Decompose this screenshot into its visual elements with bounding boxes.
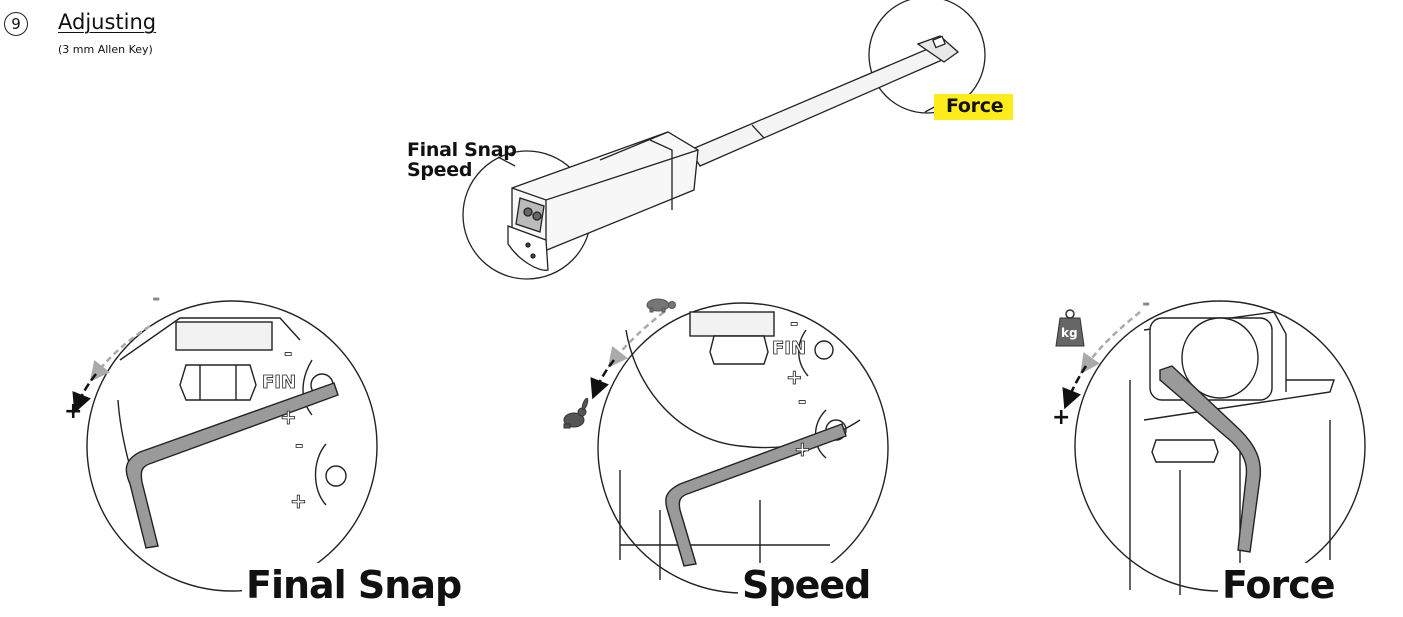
allen-key [665,423,847,567]
panel-speed [590,302,889,594]
weight-icon [1055,309,1085,347]
speed-label: Speed [738,563,875,607]
section-title: Adjusting [58,10,157,34]
speed-dial2-plus: + [794,437,811,461]
final-snap-dial-text: FIN [262,372,296,393]
step-number: 9 [11,15,21,33]
panel-final-snap [72,300,378,592]
force-label: Force [1218,563,1339,607]
panel-force [1062,300,1366,595]
rabbit-icon [563,397,589,429]
turtle-icon [646,298,676,313]
section-subtitle: (3 mm Allen Key) [58,43,153,56]
speed-dial-plus: + [786,365,803,389]
allen-key [1159,365,1262,553]
step-number-badge: 9 [4,12,28,36]
final-snap-zoom-circle [86,300,378,592]
final-snap-dial2-plus: + [290,489,307,513]
final-snap-minus: - [152,286,160,310]
final-snap-dial-minus: - [284,341,292,365]
final-snap-label: Final Snap [242,563,466,607]
allen-key [125,382,339,549]
actuator-overview [462,0,986,280]
final-snap-plus: + [64,399,82,424]
weight-icon-label: kg [1061,326,1078,340]
speed-dial2-minus: - [798,389,806,413]
speed-dial-minus: - [790,311,798,335]
force-callout: Force [934,94,1014,120]
speed-dial-text: FIN [772,338,806,359]
force-minus: - [1142,291,1150,315]
force-plus: + [1052,405,1070,430]
final-snap-dial-plus: + [280,405,297,429]
final-snap-dial2-minus: - [295,433,303,457]
callout-line-speed: Speed [407,159,473,181]
callout-line-final-snap: Final Snap [407,139,517,161]
final-snap-speed-callout: Final Snap Speed [407,140,517,180]
